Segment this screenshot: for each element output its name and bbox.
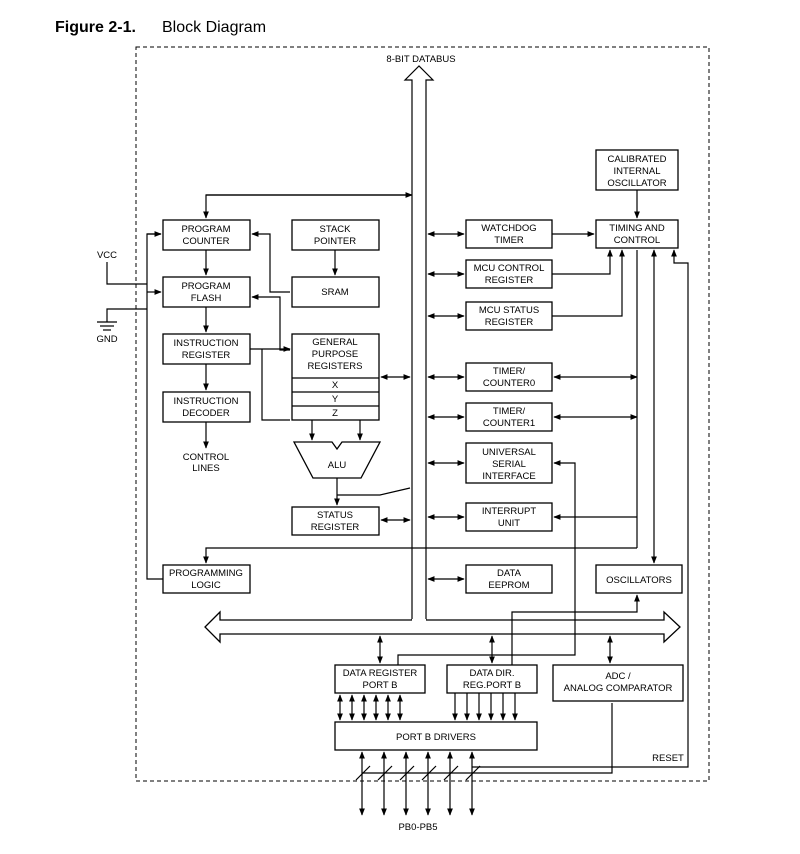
svg-text:REGISTER: REGISTER — [182, 350, 231, 361]
svg-text:INSTRUCTION: INSTRUCTION — [174, 338, 239, 349]
internal-bus-arrow — [204, 610, 681, 644]
oscillators-block: OSCILLATORS — [595, 564, 683, 594]
general-purpose-registers-block: GENERAL PURPOSE REGISTERS X Y Z — [291, 333, 380, 421]
svg-text:TIMER/: TIMER/ — [493, 366, 526, 377]
svg-text:REGISTER: REGISTER — [311, 522, 360, 533]
svg-text:PROGRAM: PROGRAM — [181, 224, 230, 235]
control-lines-label-2: LINES — [192, 463, 219, 474]
sram-block: SRAM — [291, 276, 380, 308]
svg-text:INTERRUPT: INTERRUPT — [482, 506, 537, 517]
svg-text:INSTRUCTION: INSTRUCTION — [174, 396, 239, 407]
svg-text:MCU STATUS: MCU STATUS — [479, 305, 539, 316]
universal-serial-interface-block: UNIVERSAL SERIAL INTERFACE — [465, 442, 553, 484]
svg-text:STATUS: STATUS — [317, 510, 353, 521]
adc-analog-comparator-block: ADC / ANALOG COMPARATOR — [552, 664, 684, 702]
port-b-drivers-block: PORT B DRIVERS — [334, 721, 538, 751]
mcu-status-register-block: MCU STATUS REGISTER — [465, 301, 553, 331]
gnd-label: GND — [96, 334, 117, 345]
svg-text:PROGRAM: PROGRAM — [181, 281, 230, 292]
programming-logic-block: PROGRAMMING LOGIC — [162, 564, 251, 594]
pins-label: PB0-PB5 — [398, 822, 437, 833]
figure-number: Figure 2-1. — [55, 19, 136, 36]
svg-text:DATA: DATA — [497, 568, 522, 579]
data-dir-reg-port-b-block: DATA DIR. REG.PORT B — [446, 664, 538, 694]
svg-text:COUNTER: COUNTER — [183, 236, 230, 247]
svg-text:FLASH: FLASH — [191, 293, 222, 304]
svg-text:X: X — [332, 380, 339, 391]
svg-text:PORT B: PORT B — [362, 680, 397, 691]
svg-text:INTERFACE: INTERFACE — [482, 471, 535, 482]
svg-text:ADC /: ADC / — [605, 671, 631, 682]
svg-text:UNIT: UNIT — [498, 518, 520, 529]
watchdog-timer-block: WATCHDOG TIMER — [465, 219, 553, 249]
svg-text:TIMER/: TIMER/ — [493, 406, 526, 417]
svg-text:REG.PORT B: REG.PORT B — [463, 680, 521, 691]
timing-and-control-block: TIMING AND CONTROL — [595, 219, 679, 249]
instruction-register-block: INSTRUCTION REGISTER — [162, 333, 251, 365]
svg-text:ALU: ALU — [328, 460, 347, 471]
program-flash-block: PROGRAM FLASH — [162, 276, 251, 308]
svg-text:TIMER: TIMER — [494, 235, 524, 246]
svg-text:REGISTERS: REGISTERS — [308, 361, 363, 372]
svg-text:PURPOSE: PURPOSE — [312, 349, 358, 360]
databus-label: 8-BIT DATABUS — [386, 54, 455, 65]
svg-text:PORT B DRIVERS: PORT B DRIVERS — [396, 732, 476, 743]
instruction-decoder-block: INSTRUCTION DECODER — [162, 391, 251, 423]
svg-text:CONTROL: CONTROL — [614, 235, 660, 246]
svg-text:COUNTER1: COUNTER1 — [483, 418, 535, 429]
svg-text:DECODER: DECODER — [182, 408, 230, 419]
svg-text:SERIAL: SERIAL — [492, 459, 526, 470]
alu-block: ALU — [292, 441, 382, 479]
svg-text:UNIVERSAL: UNIVERSAL — [482, 447, 536, 458]
svg-text:OSCILLATORS: OSCILLATORS — [606, 575, 672, 586]
svg-text:POINTER: POINTER — [314, 236, 356, 247]
svg-text:DATA REGISTER: DATA REGISTER — [343, 668, 418, 679]
data-eeprom-block: DATA EEPROM — [465, 564, 553, 594]
svg-text:REGISTER: REGISTER — [485, 275, 534, 286]
svg-text:DATA DIR.: DATA DIR. — [469, 668, 514, 679]
chip-boundary — [135, 46, 710, 782]
svg-text:EEPROM: EEPROM — [488, 580, 529, 591]
svg-text:Z: Z — [332, 408, 338, 419]
status-register-block: STATUS REGISTER — [291, 506, 380, 536]
svg-text:COUNTER0: COUNTER0 — [483, 378, 535, 389]
program-counter-block: PROGRAM COUNTER — [162, 219, 251, 251]
svg-text:REGISTER: REGISTER — [485, 317, 534, 328]
svg-text:Y: Y — [332, 394, 339, 405]
reset-label: RESET — [652, 753, 684, 764]
svg-text:ANALOG COMPARATOR: ANALOG COMPARATOR — [564, 683, 673, 694]
interrupt-unit-block: INTERRUPT UNIT — [465, 502, 553, 532]
timer-counter0-block: TIMER/ COUNTER0 — [465, 362, 553, 392]
svg-text:GENERAL: GENERAL — [312, 337, 357, 348]
databus-arrow — [403, 65, 435, 620]
connection-lines — [97, 190, 689, 816]
data-register-port-b-block: DATA REGISTER PORT B — [334, 664, 426, 694]
vcc-label: VCC — [97, 250, 117, 261]
svg-text:OSCILLATOR: OSCILLATOR — [607, 178, 666, 189]
svg-text:PROGRAMMING: PROGRAMMING — [169, 568, 243, 579]
svg-text:CALIBRATED: CALIBRATED — [608, 154, 667, 165]
mcu-control-register-block: MCU CONTROL REGISTER — [465, 259, 553, 289]
timer-counter1-block: TIMER/ COUNTER1 — [465, 402, 553, 432]
calibrated-oscillator-block: CALIBRATED INTERNAL OSCILLATOR — [595, 149, 679, 191]
svg-text:WATCHDOG: WATCHDOG — [481, 223, 536, 234]
svg-text:SRAM: SRAM — [321, 287, 349, 298]
stack-pointer-block: STACK POINTER — [291, 219, 380, 251]
figure-title: Block Diagram — [162, 19, 267, 36]
svg-text:MCU CONTROL: MCU CONTROL — [474, 263, 545, 274]
svg-text:TIMING AND: TIMING AND — [609, 223, 665, 234]
svg-text:INTERNAL: INTERNAL — [614, 166, 661, 177]
svg-text:LOGIC: LOGIC — [191, 580, 221, 591]
svg-text:STACK: STACK — [320, 224, 352, 235]
control-lines-label: CONTROL — [183, 452, 229, 463]
